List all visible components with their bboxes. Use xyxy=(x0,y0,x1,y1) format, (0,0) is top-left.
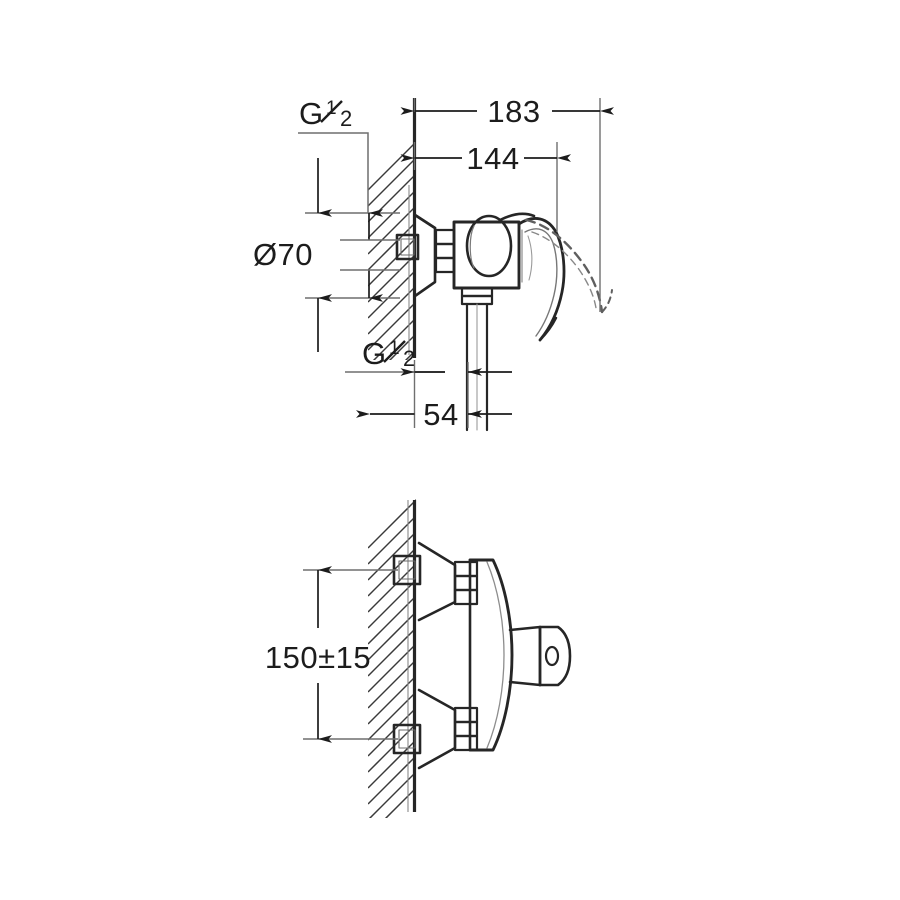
callout-thread-top: G 1 2 xyxy=(298,96,369,213)
dim-label-54: 54 xyxy=(423,397,458,432)
union-nut-lower-inner xyxy=(398,729,416,749)
lever-handle-inner-edge xyxy=(524,228,558,337)
escutcheon-cone-upper xyxy=(417,541,457,622)
callout-thread-bottom-denominator: 2 xyxy=(403,346,415,371)
aerator-face xyxy=(544,645,560,667)
lever-handle-open-position xyxy=(524,218,604,314)
dimension-diameter-70: Ø70 xyxy=(253,158,400,352)
lever-handle-open-edge xyxy=(531,231,597,309)
callout-thread-bottom-numerator: 1 xyxy=(389,338,400,359)
callout-thread-top-numerator: 1 xyxy=(326,98,337,119)
dim-label-d70: Ø70 xyxy=(253,237,313,272)
callout-thread-top-frac-bar xyxy=(320,100,343,123)
escutcheon-cone-lower xyxy=(417,688,457,770)
dimension-150: 150±15 xyxy=(265,566,398,743)
view-front-elevation: 150±15 xyxy=(265,498,572,818)
mixer-body-side xyxy=(395,212,613,432)
lever-swing-arc xyxy=(601,289,613,313)
spout-neck xyxy=(508,625,542,687)
dimension-54: 54 xyxy=(356,360,512,432)
coupling-ribs-upper xyxy=(453,560,479,606)
callout-thread-top-letter: G xyxy=(299,96,323,131)
dimension-183: 183 xyxy=(400,94,614,312)
coupling-ribs xyxy=(434,228,456,274)
dim-label-144: 144 xyxy=(466,141,519,176)
shower-outlet-pipe xyxy=(465,302,489,432)
aerator-cap xyxy=(538,625,572,687)
callout-thread-bottom: G 1 2 xyxy=(345,336,445,373)
lever-handle-solid xyxy=(517,217,566,342)
callout-thread-top-denominator: 2 xyxy=(340,106,352,131)
cartridge-cap xyxy=(465,214,513,278)
callout-thread-bottom-frac-bar xyxy=(383,340,406,363)
body-front-shade xyxy=(486,561,505,749)
coupling-ribs-lower xyxy=(453,706,479,752)
view-side-elevation: 183 144 Ø70 G xyxy=(253,94,614,432)
dim-label-183: 183 xyxy=(487,94,540,129)
dimension-144: 144 xyxy=(400,141,571,232)
union-nut-upper-inner xyxy=(398,560,416,580)
callout-thread-bottom-letter: G xyxy=(362,336,386,371)
wall-union-nut-inner xyxy=(400,238,415,256)
cartridge-cap-highlight xyxy=(469,225,475,269)
wall-section-top xyxy=(368,98,417,360)
wall-union-nut xyxy=(395,233,420,261)
body-front-outline xyxy=(468,558,514,752)
dim-label-150: 150±15 xyxy=(265,640,371,675)
spout-assembly xyxy=(508,625,572,687)
body-top-contour xyxy=(498,212,536,222)
lever-handle-tip xyxy=(538,316,558,342)
body-housing xyxy=(452,220,521,290)
wall-section-bottom xyxy=(368,498,417,818)
mixer-body-front xyxy=(392,541,572,770)
escutcheon-top-edge xyxy=(413,213,437,230)
outlet-collar xyxy=(460,286,494,306)
callout-thread-top-leader xyxy=(298,132,369,213)
body-side-shade-2 xyxy=(527,235,533,281)
wall-hatching-bottom xyxy=(368,498,416,818)
